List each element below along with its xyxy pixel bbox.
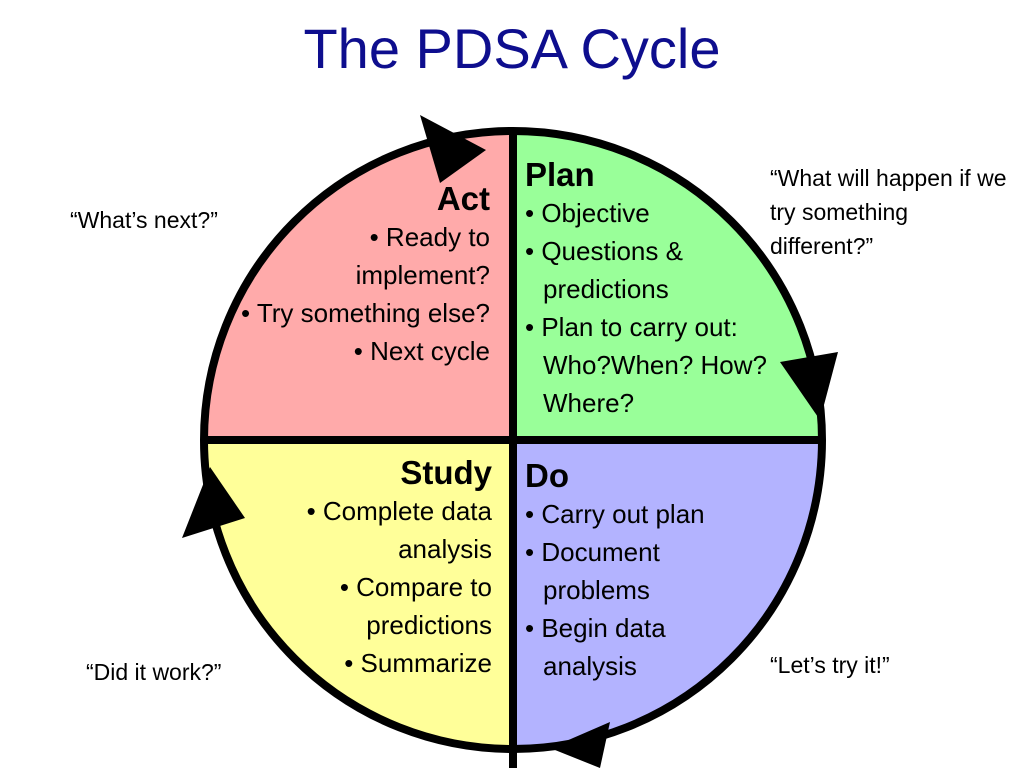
- study-item: • Complete data analysis: [306, 496, 492, 564]
- do-item: • Begin data analysis: [525, 613, 666, 681]
- study-question: “Did it work?”: [86, 659, 222, 685]
- study-text: Study • Complete data analysis • Compare…: [250, 454, 492, 682]
- act-heading: Act: [436, 180, 490, 217]
- do-item: • Document problems: [525, 537, 660, 605]
- plan-item: • Plan to carry out: Who?When? How? Wher…: [525, 312, 767, 418]
- act-text: Act • Ready to implement? • Try somethin…: [230, 180, 490, 370]
- arrow-left-icon: [182, 467, 245, 538]
- plan-item: • Questions & predictions: [525, 236, 683, 304]
- plan-text: Plan • Objective • Questions & predictio…: [525, 156, 795, 422]
- study-item: • Summarize: [344, 648, 492, 678]
- plan-heading: Plan: [525, 156, 595, 193]
- do-question: “Let’s try it!”: [770, 652, 890, 678]
- act-item: • Ready to implement?: [355, 222, 490, 290]
- study-item: • Compare to predictions: [339, 572, 492, 640]
- plan-question: “What will happen if we try something di…: [770, 165, 1007, 259]
- do-heading: Do: [525, 457, 569, 494]
- arrow-bottom-icon: [550, 722, 610, 768]
- arrow-right-icon: [780, 352, 838, 420]
- plan-item: • Objective: [525, 198, 650, 228]
- arrow-top-icon: [420, 115, 486, 183]
- page-title: The PDSA Cycle: [303, 17, 721, 80]
- study-heading: Study: [400, 454, 492, 491]
- act-question: “What’s next?”: [70, 207, 218, 233]
- act-item: • Try something else?: [241, 298, 490, 328]
- do-text: Do • Carry out plan • Document problems …: [525, 457, 735, 685]
- act-item: • Next cycle: [353, 336, 490, 366]
- do-item: • Carry out plan: [525, 499, 705, 529]
